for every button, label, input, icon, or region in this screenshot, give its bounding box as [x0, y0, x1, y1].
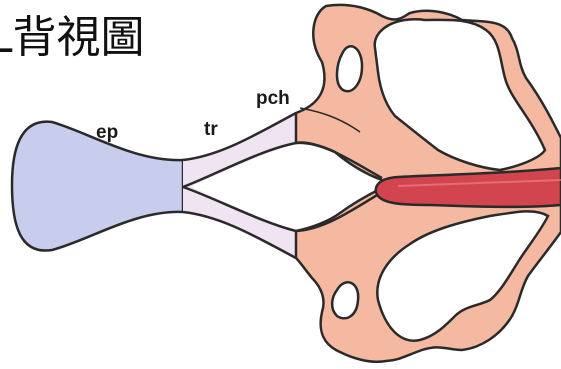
label-ep: ep [96, 122, 118, 143]
label-tr: tr [204, 119, 218, 140]
diagram-title: L背視圖 [0, 12, 145, 63]
trabecula-upper-tr [183, 113, 296, 190]
label-pch: pch [256, 88, 290, 109]
